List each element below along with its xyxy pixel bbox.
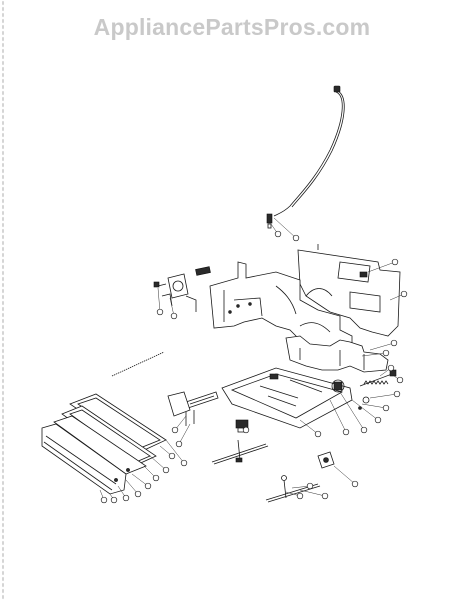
cavity-floor <box>221 367 353 433</box>
callout-markers <box>100 230 408 504</box>
door-assembly <box>41 393 167 495</box>
callout-23 <box>144 482 152 490</box>
callout-31 <box>351 480 359 488</box>
callout-1 <box>274 230 282 238</box>
callout-27 <box>100 496 108 504</box>
callout-19 <box>168 452 176 460</box>
callout-24 <box>134 490 142 498</box>
center-leg <box>211 439 269 465</box>
callout-15 <box>342 428 350 436</box>
gasket-strip <box>111 351 165 377</box>
callout-32 <box>296 492 304 500</box>
callout-5 <box>156 308 164 316</box>
callout-26 <box>110 496 118 504</box>
callout-29 <box>306 482 314 490</box>
callout-20 <box>180 459 188 467</box>
callout-21 <box>162 466 170 474</box>
callout-17 <box>171 426 179 434</box>
callout-4 <box>400 290 408 298</box>
callout-22 <box>152 474 160 482</box>
rear-panel <box>297 244 401 337</box>
latch-motor <box>153 266 211 312</box>
callout-12 <box>382 404 390 412</box>
spring-element <box>358 369 397 410</box>
callout-7 <box>390 339 398 347</box>
side-divider <box>285 335 389 373</box>
callout-14 <box>360 426 368 434</box>
page-edge-dots <box>2 0 4 600</box>
callout-6 <box>170 312 178 320</box>
callout-8 <box>382 349 390 357</box>
callout-10 <box>396 376 404 384</box>
callout-2 <box>292 234 300 242</box>
watermark-text: AppliancePartsPros.com <box>93 14 371 40</box>
callout-28 <box>242 426 250 434</box>
callout-16 <box>314 430 322 438</box>
callout-18 <box>175 440 183 448</box>
callout-9 <box>387 364 395 372</box>
callout-30 <box>321 492 329 500</box>
cord-terminal <box>266 213 273 229</box>
slide-rail <box>167 391 219 426</box>
power-cord <box>273 85 345 217</box>
callout-13 <box>374 416 382 424</box>
leader-lines <box>99 217 405 501</box>
callout-11 <box>393 390 401 398</box>
callout-3 <box>391 258 399 266</box>
callout-25 <box>122 494 130 502</box>
